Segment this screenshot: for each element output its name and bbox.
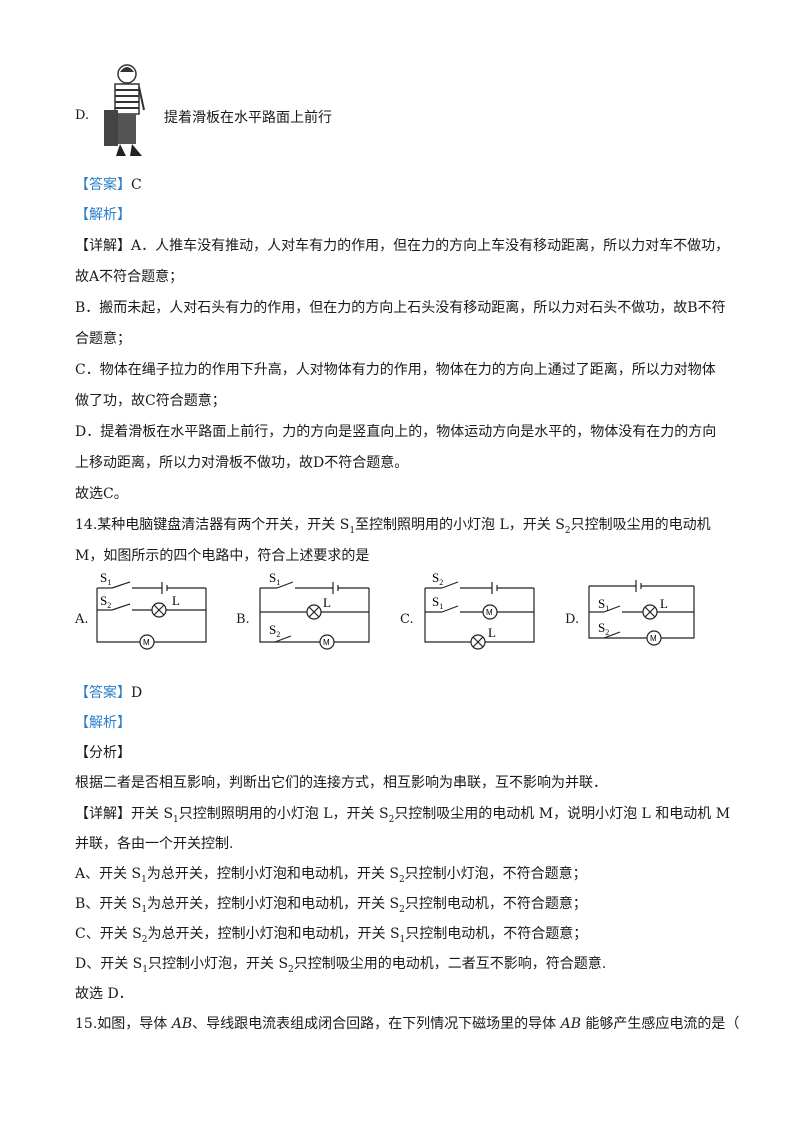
circuit-c-s2-label: S2 xyxy=(432,572,443,587)
q14-option-a-analysis: A、开关 S1为总开关，控制小灯泡和电动机，开关 S2只控制小灯泡，不符合题意； xyxy=(75,866,587,885)
detail-line-2: 故A不符合题意； xyxy=(75,269,184,285)
q14-stem-line-1: 14.某种电脑键盘清洁器有两个开关，开关 S1至控制照明用的小灯泡 L，开关 S… xyxy=(75,517,711,536)
q14-option-d-analysis: D、开关 S1只控制小灯泡，开关 S2只控制吸尘用的电动机，二者互不影响，符合题… xyxy=(75,956,607,975)
detail-line-1: 【详解】A．人推车没有推动，人对车有力的作用，但在力的方向上车没有移动距离，所以… xyxy=(75,238,730,254)
circuit-d-l-label: L xyxy=(660,596,668,611)
answer-line: 【答案】C xyxy=(75,175,142,195)
circuit-c-s1-label: S1 xyxy=(432,594,443,611)
option-d-text: 提着滑板在水平路面上前行 xyxy=(164,110,332,126)
circuit-option-d-label: D. xyxy=(565,612,580,627)
analysis-tag: 【解析】 xyxy=(75,207,131,223)
q14-fenxi-text: 根据二者是否相互影响，判断出它们的连接方式，相互影响为串联，互不影响为并联． xyxy=(75,775,607,791)
option-d-label: D. xyxy=(75,108,90,123)
q14-detail-line-1: 【详解】开关 S1只控制照明用的小灯泡 L，开关 S2只控制吸尘用的电动机 M，… xyxy=(75,806,731,825)
circuit-a-motor-label: M xyxy=(143,638,150,647)
q14-answer-line: 【答案】D xyxy=(75,685,143,701)
q14-stem-line-2: M，如图所示的四个电路中，符合上述要求的是 xyxy=(75,548,370,564)
answer-tag: 【答案】 xyxy=(75,177,131,193)
circuit-b-s1-label: S1 xyxy=(269,572,280,587)
q14-fenxi-tag: 【分析】 xyxy=(75,745,131,761)
conclusion: 故选C。 xyxy=(75,486,128,502)
detail-line-8: 上移动距离，所以力对滑板不做功，故D不符合题意。 xyxy=(75,455,409,471)
circuit-c-l-label: L xyxy=(488,625,496,640)
circuit-b-diagram: S1 L S2 M xyxy=(259,572,370,650)
circuit-a-diagram: S1 S2 L M xyxy=(96,572,207,650)
detail-line-6: 做了功，故C符合题意； xyxy=(75,393,226,409)
circuit-a-l-label: L xyxy=(172,593,180,608)
circuit-a-s1-label: S1 xyxy=(100,572,111,587)
circuit-d-diagram: S1 L S2 M xyxy=(588,580,695,646)
circuit-d-s1-label: S1 xyxy=(598,596,609,613)
circuit-option-a-label: A. xyxy=(75,612,89,627)
detail-line-3: B．搬而未起，人对石头有力的作用，但在力的方向上石头没有移动距离，所以力对石头不… xyxy=(75,300,726,316)
circuit-b-motor-label: M xyxy=(323,638,330,647)
circuit-option-b-label: B. xyxy=(236,612,250,627)
circuit-b-l-label: L xyxy=(323,595,331,610)
q14-option-c-analysis: C、开关 S2为总开关，控制小灯泡和电动机，开关 S1只控制电动机，不符合题意； xyxy=(75,926,588,945)
answer-value: C xyxy=(131,177,142,193)
q15-stem: 15.如图，导体 AB、导线跟电流表组成闭合回路，在下列情况下磁场里的导体 AB… xyxy=(75,1016,740,1032)
circuit-d-motor-label: M xyxy=(650,634,657,643)
q14-detail-line-2: 并联，各由一个开关控制. xyxy=(75,836,234,852)
detail-line-4: 合题意； xyxy=(75,331,131,347)
circuit-b-s2-label: S2 xyxy=(269,622,280,639)
q14-option-b-analysis: B、开关 S1为总开关，控制小灯泡和电动机，开关 S2只控制电动机，不符合题意； xyxy=(75,896,587,915)
circuit-a-s2-label: S2 xyxy=(100,593,111,610)
detail-line-5: C．物体在绳子拉力的作用下升高，人对物体有力的作用，物体在力的方向上通过了距离，… xyxy=(75,362,716,378)
person-with-skateboard-figure xyxy=(104,64,145,156)
circuit-c-diagram: S2 S1 M L xyxy=(424,572,535,650)
q14-analysis-tag: 【解析】 xyxy=(75,715,131,731)
circuit-option-c-label: C. xyxy=(400,612,414,627)
circuit-d-s2-label: S2 xyxy=(598,620,609,637)
detail-line-7: D．提着滑板在水平路面上前行，力的方向是竖直向上的，物体运动方向是水平的，物体没… xyxy=(75,424,717,440)
circuit-c-motor-label: M xyxy=(486,608,493,617)
q14-conclusion: 故选 D． xyxy=(75,986,133,1002)
